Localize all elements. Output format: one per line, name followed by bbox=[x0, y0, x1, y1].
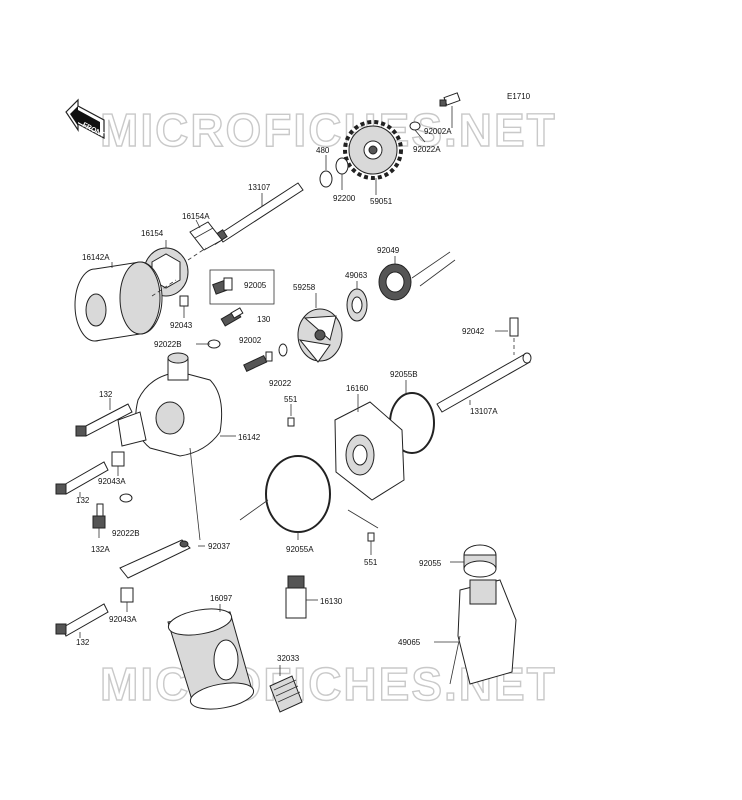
label-16130: 16130 bbox=[320, 597, 343, 606]
ring-480 bbox=[319, 170, 333, 188]
label-92055A: 92055A bbox=[286, 545, 314, 554]
label-13107: 13107 bbox=[248, 183, 271, 192]
label-551-bottom: 551 bbox=[364, 558, 378, 567]
strainer-32033 bbox=[269, 675, 303, 713]
watermark-top: MICROFICHES.NET bbox=[100, 104, 557, 156]
bolt-132A bbox=[92, 503, 106, 529]
impeller-59258 bbox=[297, 308, 343, 363]
dowel-92043A-mid bbox=[111, 451, 125, 467]
fitting-92005 bbox=[212, 277, 233, 295]
label-132-bottom: 132 bbox=[76, 638, 90, 647]
bolt-132-bottom bbox=[55, 603, 109, 637]
label-49065: 49065 bbox=[398, 638, 421, 647]
diagram-code: E1710 bbox=[507, 92, 531, 101]
label-92002A: 92002A bbox=[424, 127, 452, 136]
shaft-13107A bbox=[436, 352, 532, 413]
label-92200: 92200 bbox=[333, 194, 356, 203]
pin-551-bottom bbox=[367, 532, 375, 542]
oring-92055A bbox=[265, 455, 331, 533]
label-132-top: 132 bbox=[99, 390, 113, 399]
label-92055B: 92055B bbox=[390, 370, 418, 379]
bearing-92049 bbox=[378, 263, 412, 301]
shaft-13107 bbox=[210, 182, 304, 245]
pin-551-top bbox=[287, 417, 295, 427]
label-92022B-top: 92022B bbox=[154, 340, 182, 349]
label-92049: 92049 bbox=[377, 246, 400, 255]
label-92022: 92022 bbox=[269, 379, 292, 388]
pin-92042 bbox=[509, 317, 519, 337]
label-92042: 92042 bbox=[462, 327, 485, 336]
label-480: 480 bbox=[316, 146, 330, 155]
label-92043A-bottom: 92043A bbox=[109, 615, 137, 624]
label-92022B-bottom: 92022B bbox=[112, 529, 140, 538]
cover-16160 bbox=[334, 401, 405, 501]
label-59258: 59258 bbox=[293, 283, 316, 292]
label-132A: 132A bbox=[91, 545, 110, 554]
fitting-16130 bbox=[285, 575, 307, 619]
label-16097: 16097 bbox=[210, 594, 233, 603]
bracket-92037 bbox=[119, 539, 191, 579]
washer-92200 bbox=[335, 157, 349, 175]
pin-92043 bbox=[179, 295, 189, 307]
rotor-16154A bbox=[189, 221, 223, 251]
label-92002: 92002 bbox=[239, 336, 262, 345]
pump-body-16142 bbox=[117, 352, 223, 457]
label-92055: 92055 bbox=[419, 559, 442, 568]
sprocket-59051 bbox=[343, 120, 403, 180]
label-92043A-mid: 92043A bbox=[98, 477, 126, 486]
label-92005: 92005 bbox=[244, 281, 267, 290]
callout-box-92005 bbox=[209, 269, 275, 305]
bolt-132-top bbox=[75, 403, 133, 437]
label-16154: 16154 bbox=[141, 229, 164, 238]
label-16142: 16142 bbox=[238, 433, 261, 442]
pipe-49065 bbox=[449, 579, 517, 685]
label-59051: 59051 bbox=[370, 197, 393, 206]
cap-92055 bbox=[463, 544, 497, 578]
label-92037: 92037 bbox=[208, 542, 231, 551]
bolt-92002 bbox=[243, 351, 273, 372]
dowel-92043A-bottom bbox=[120, 587, 134, 603]
label-551-top: 551 bbox=[284, 395, 298, 404]
label-13107A: 13107A bbox=[470, 407, 498, 416]
washer-92022B-bottom bbox=[119, 493, 133, 503]
label-49063: 49063 bbox=[345, 271, 368, 280]
label-132-mid: 132 bbox=[76, 496, 90, 505]
label-92022A: 92022A bbox=[413, 145, 441, 154]
label-130: 130 bbox=[257, 315, 271, 324]
washer-92022A bbox=[409, 121, 421, 131]
housing-16142A bbox=[74, 261, 163, 342]
washer-92022 bbox=[278, 343, 288, 357]
label-92043: 92043 bbox=[170, 321, 193, 330]
seal-49063 bbox=[346, 288, 368, 322]
bolt-130 bbox=[220, 307, 244, 327]
label-16160: 16160 bbox=[346, 384, 369, 393]
bolt-92002A bbox=[439, 92, 461, 107]
label-16154A: 16154A bbox=[182, 212, 210, 221]
label-16142A: 16142A bbox=[82, 253, 110, 262]
label-32033: 32033 bbox=[277, 654, 300, 663]
bolt-132-mid bbox=[55, 461, 109, 495]
oil-filter-16097 bbox=[167, 608, 255, 710]
